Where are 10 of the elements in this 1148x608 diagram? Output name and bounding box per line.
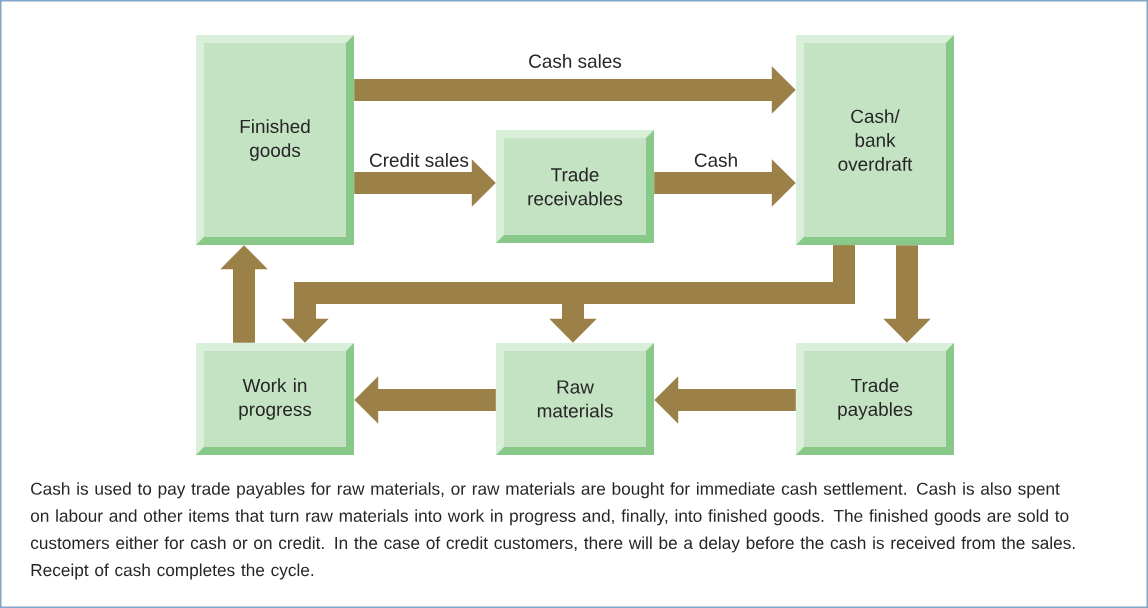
- edge-label: Credit sales: [368, 152, 470, 168]
- edge-label: Cash: [692, 152, 740, 168]
- flow-box: Cash/ bank overdraft: [796, 35, 954, 245]
- flow-box: Trade receivables: [496, 130, 654, 243]
- flow-box: Raw materials: [496, 343, 654, 455]
- flow-box: Work in progress: [196, 343, 354, 455]
- flow-box: Trade payables: [796, 343, 954, 455]
- flow-box: Finished goods: [196, 35, 354, 245]
- caption-text: Cash is used to pay trade payables for raw materials, or raw materials are bought for immediate cash settlement. Cash is also spent on labour and other items that turn raw materials into work in progress and, finally, into finished goods. The finished goods are sold to customers either for cash or on credit. In the case of credit customers, there will be a delay before the cash is received from the sales. Receipt of cash completes the cycle.: [30, 482, 1075, 580]
- edge-label: Cash sales: [527, 53, 623, 69]
